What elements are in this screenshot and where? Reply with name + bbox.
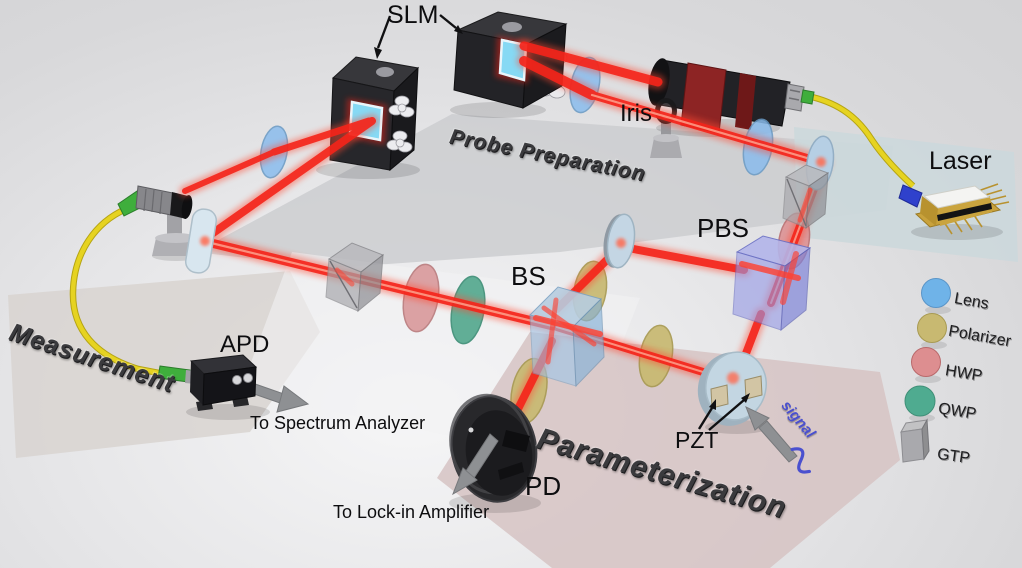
slm-box-1 (329, 56, 420, 172)
legend-swatch-gtp (900, 418, 930, 463)
pzt-label: PZT (675, 427, 719, 453)
legend (900, 278, 951, 463)
pzt-arrow-2 (708, 399, 745, 431)
pd-output-arrow (452, 433, 499, 496)
slm1-adjuster-knobs (386, 95, 415, 153)
pzt-actuator-2 (744, 375, 763, 400)
fiber-boot-blue (898, 184, 923, 208)
pd-label: PD (525, 471, 562, 501)
laser-pin-stripe (937, 203, 992, 221)
slm-box-2 (453, 11, 568, 109)
pbs-label: PBS (697, 213, 750, 243)
bs-label: BS (511, 261, 546, 291)
to-spectrum-analyzer-label: To Spectrum Analyzer (250, 413, 426, 433)
fiber-connector-green (800, 89, 815, 105)
apd-detector (157, 354, 258, 411)
beam-slm2-to-collimator (519, 41, 663, 87)
pbs-cube (732, 235, 812, 332)
beam-slm2-to-lens (519, 56, 597, 100)
fiber-apd (70, 206, 165, 377)
beam-lens3-to-coupler (182, 149, 277, 194)
signal-arrow (745, 406, 798, 463)
beam-mirror2-to-slm1 (202, 117, 376, 242)
apd-label: APD (220, 331, 270, 358)
slm-arrow-right (439, 14, 457, 29)
signal-sine-icon (790, 447, 811, 474)
parameterization-platform (437, 332, 900, 568)
measurement-platform (8, 271, 320, 458)
gtp-cube-right (782, 164, 830, 230)
laser-label: Laser (929, 147, 992, 175)
probe-preparation-platform (196, 114, 893, 268)
beam-pbs-to-mirror4 (619, 243, 748, 274)
legend-swatch-polarizer (917, 313, 947, 343)
to-lockin-amplifier-label: To Lock-in Amplifier (333, 502, 490, 522)
pzt-arrow-1 (697, 407, 714, 430)
laser-lid (922, 185, 991, 209)
annotation-arrows (374, 14, 750, 431)
beam-slm1-to-lens3 (270, 117, 373, 156)
legend-swatch-hwp (911, 347, 941, 377)
legend-swatch-qwp (904, 385, 936, 417)
iris-label: Iris (620, 100, 652, 127)
legend-swatch-lens (921, 278, 951, 308)
optical-fibers (69, 93, 916, 378)
bs-cube (529, 286, 605, 388)
slm-label: SLM (387, 1, 439, 29)
laser-diode (898, 183, 1010, 235)
slm-arrow-left (376, 15, 392, 49)
fiber-laser (811, 94, 915, 188)
mirrors (184, 135, 835, 274)
gtp-cube-left (325, 242, 385, 313)
apd-fiber-coupler (117, 185, 200, 256)
